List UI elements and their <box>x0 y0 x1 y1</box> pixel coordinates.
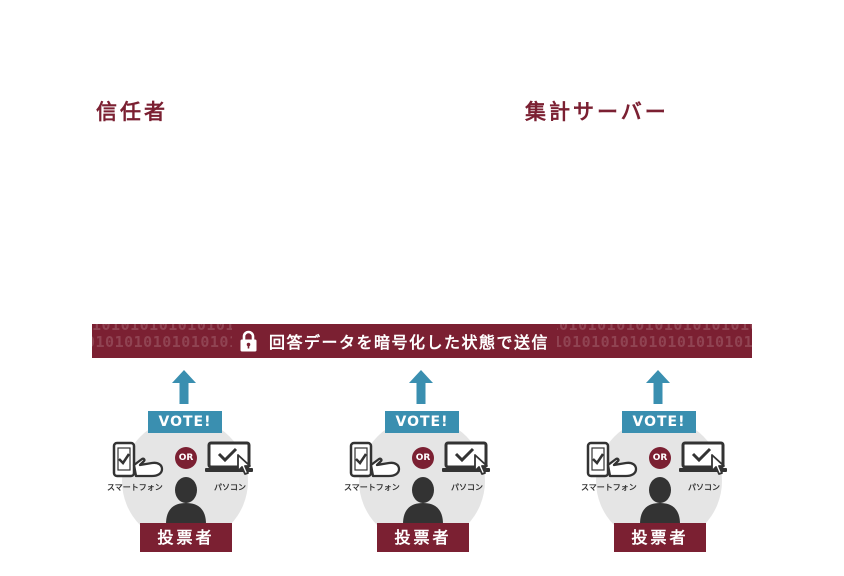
smartphone-icon <box>112 441 164 478</box>
lock-icon <box>240 330 257 352</box>
person-icon <box>640 477 680 524</box>
vote-badge: VOTE! <box>622 411 696 433</box>
pc-label: パソコン <box>451 483 483 492</box>
laptop-icon <box>442 441 490 475</box>
vote-badge: VOTE! <box>148 411 222 433</box>
encrypted-transmission-banner: 1010101010101010101010101010101010101010… <box>92 324 752 358</box>
smartphone-label: スマートフォン <box>107 483 163 492</box>
voter-badge: 投票者 <box>140 523 232 552</box>
smartphone-label: スマートフォン <box>344 483 400 492</box>
smartphone-label: スマートフォン <box>581 483 637 492</box>
person-icon <box>403 477 443 524</box>
laptop-icon <box>679 441 727 475</box>
laptop-icon <box>205 441 253 475</box>
smartphone-icon <box>586 441 638 478</box>
aggregation-server-label: 集計サーバー <box>525 100 669 124</box>
or-badge: OR <box>412 447 434 469</box>
voter-group-1: VOTE! OR スマートフォン パソコン 投票者 <box>92 370 282 560</box>
voter-badge: 投票者 <box>614 523 706 552</box>
banner-text: 回答データを暗号化した状態で送信 <box>269 333 550 352</box>
banner-content: 回答データを暗号化した状態で送信 <box>232 324 558 358</box>
voter-badge: 投票者 <box>377 523 469 552</box>
or-badge: OR <box>649 447 671 469</box>
up-arrow-icon <box>646 370 670 404</box>
vote-badge: VOTE! <box>385 411 459 433</box>
or-badge: OR <box>175 447 197 469</box>
up-arrow-icon <box>409 370 433 404</box>
pc-label: パソコン <box>214 483 246 492</box>
voter-group-3: VOTE! OR スマートフォン パソコン 投票者 <box>566 370 756 560</box>
pc-label: パソコン <box>688 483 720 492</box>
smartphone-icon <box>349 441 401 478</box>
trustee-label: 信任者 <box>96 100 168 124</box>
person-icon <box>166 477 206 524</box>
voter-group-2: VOTE! OR スマートフォン パソコン 投票者 <box>329 370 519 560</box>
up-arrow-icon <box>172 370 196 404</box>
